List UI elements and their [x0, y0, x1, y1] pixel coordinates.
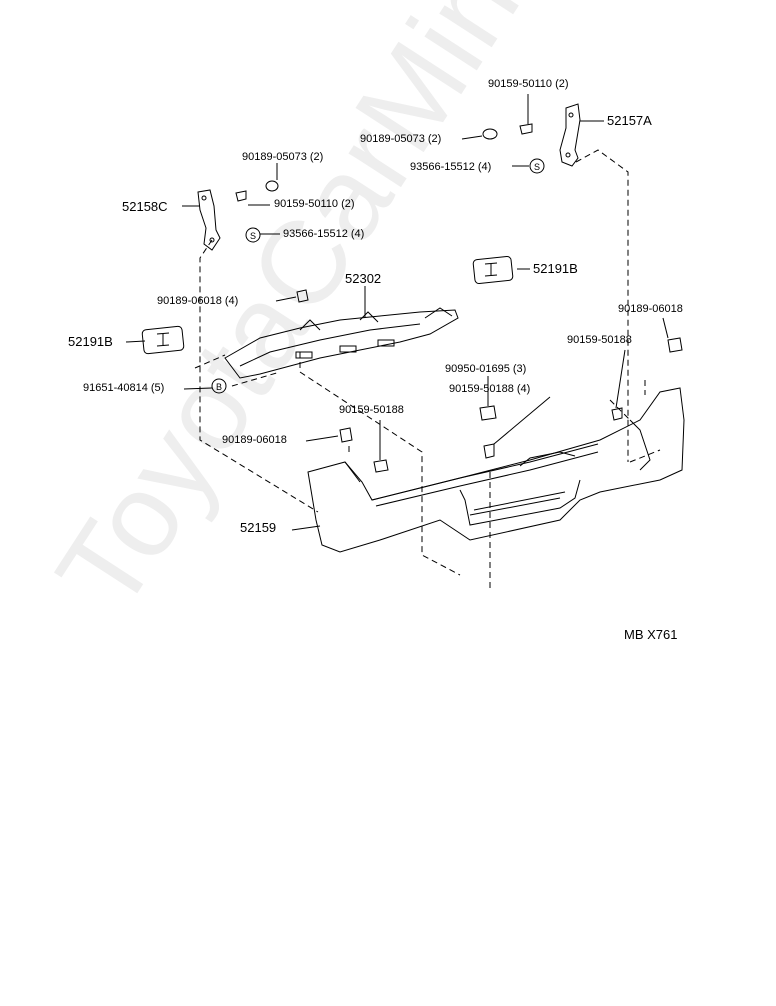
bracket-52158c: [197, 189, 221, 251]
label-93566-15512-left: 93566-15512 (4): [283, 228, 365, 240]
label-90159-50110-left: 90159-50110 (2): [274, 198, 355, 210]
washer-glyph-left: S: [250, 231, 256, 241]
bolt-symbol: [211, 378, 227, 394]
label-93566-15512-top: 93566-15512 (4): [410, 161, 492, 173]
bumper-52159: [307, 387, 685, 553]
label-90189-05073-top: 90189-05073 (2): [360, 133, 442, 145]
label-90189-06018-left: 90189-06018: [222, 434, 287, 446]
label-90159-50110-top: 90159-50110 (2): [488, 78, 569, 90]
label-90189-06018-4: 90189-06018 (4): [157, 295, 239, 307]
fasteners: [235, 123, 683, 473]
label-52158c: 52158C: [122, 199, 168, 214]
label-90159-50188-4: 90159-50188 (4): [449, 383, 531, 395]
label-52159: 52159: [240, 520, 277, 535]
diagram-id: MB X761: [624, 627, 678, 642]
assembly-lines: [194, 149, 661, 592]
label-90159-50188-mid: 90159-50188: [339, 404, 404, 416]
label-52191b-left: 52191B: [68, 334, 113, 349]
bolt-glyph: B: [216, 382, 222, 392]
reinforcement-52302: [224, 307, 459, 379]
washer-glyph-right: S: [534, 162, 540, 172]
label-52157a: 52157A: [607, 113, 652, 128]
washer-symbol-left: [245, 227, 261, 243]
label-52302: 52302: [345, 271, 382, 286]
label-90159-50188-right: 90159-50188: [567, 334, 632, 346]
bracket-52157a: [559, 103, 581, 167]
label-91651-40814: 91651-40814 (5): [83, 382, 165, 394]
washer-symbol-right: [529, 158, 545, 174]
pad-52191b-right: [472, 255, 514, 285]
label-90189-06018-right: 90189-06018: [618, 303, 683, 315]
leader-lines: [125, 94, 669, 531]
label-52191b-right: 52191B: [533, 261, 578, 276]
label-90189-05073-left: 90189-05073 (2): [242, 151, 324, 163]
label-90950-01695: 90950-01695 (3): [445, 363, 527, 375]
pad-52191b-left: [141, 325, 185, 355]
